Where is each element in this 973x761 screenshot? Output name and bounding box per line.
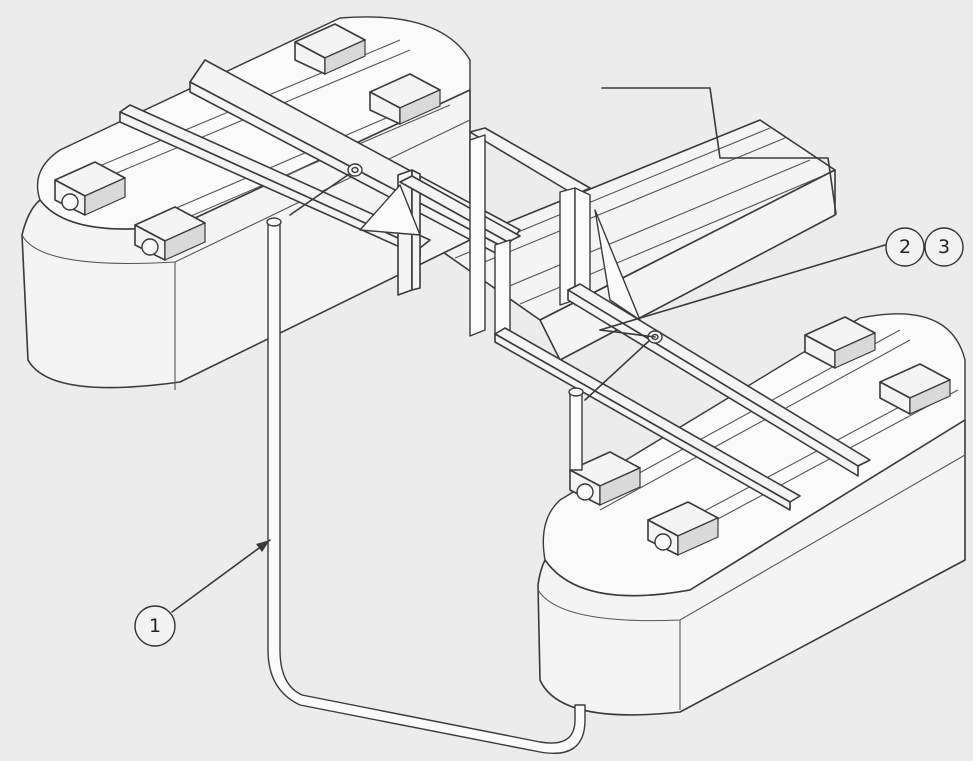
callout-1: 1 (134, 539, 271, 647)
saddle-block (134, 206, 206, 261)
right-saddle-blocks (569, 316, 951, 556)
frame-assembly (119, 59, 871, 511)
saddle-block (369, 73, 441, 125)
saddle-block (294, 23, 366, 75)
saddle-block (569, 451, 641, 506)
saddle-block (54, 161, 126, 216)
pipe (266, 217, 586, 754)
clamp-bolt-left (347, 163, 363, 177)
callout-label: 1 (149, 615, 161, 637)
saddle-block (647, 501, 719, 556)
callout-circle (885, 227, 925, 267)
callout-label: 2 (899, 236, 911, 258)
callout-label: 3 (938, 236, 950, 258)
callout-circle (134, 605, 176, 647)
break-line (601, 87, 837, 215)
callout-circle (924, 227, 964, 267)
left-saddle-blocks (54, 23, 441, 261)
saddle-block (804, 316, 876, 369)
saddle-block (879, 363, 951, 415)
callout-2-3: 2 3 (599, 227, 964, 338)
